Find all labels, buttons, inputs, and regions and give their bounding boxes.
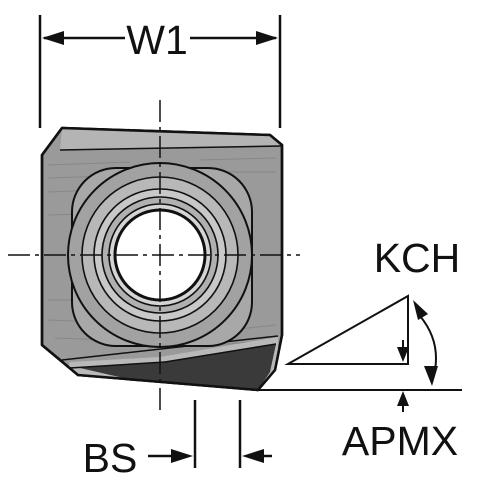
kch-arc-arrow-bottom: [424, 366, 438, 386]
w1-arrow-left: [42, 31, 64, 45]
center-lines: [8, 100, 300, 410]
apmx-dimension: [254, 389, 462, 412]
bs-arrow-left: [171, 449, 193, 463]
bs-arrow-right: [242, 449, 264, 463]
bs-dimension: [148, 400, 272, 468]
kch-label: KCH: [374, 235, 461, 281]
apmx-label: APMX: [342, 418, 458, 464]
apmx-arrow: [397, 391, 409, 406]
kch-arc-arrow-top: [413, 300, 428, 320]
w1-arrow-right: [256, 31, 278, 45]
kch-symbol: [284, 294, 438, 386]
top-chamfer-face: [60, 128, 282, 150]
w1-dimension: [38, 15, 282, 128]
kch-triangle: [284, 294, 409, 365]
insert-body: [40, 126, 284, 392]
w1-label: W1: [126, 17, 188, 63]
bs-label: BS: [83, 435, 138, 481]
